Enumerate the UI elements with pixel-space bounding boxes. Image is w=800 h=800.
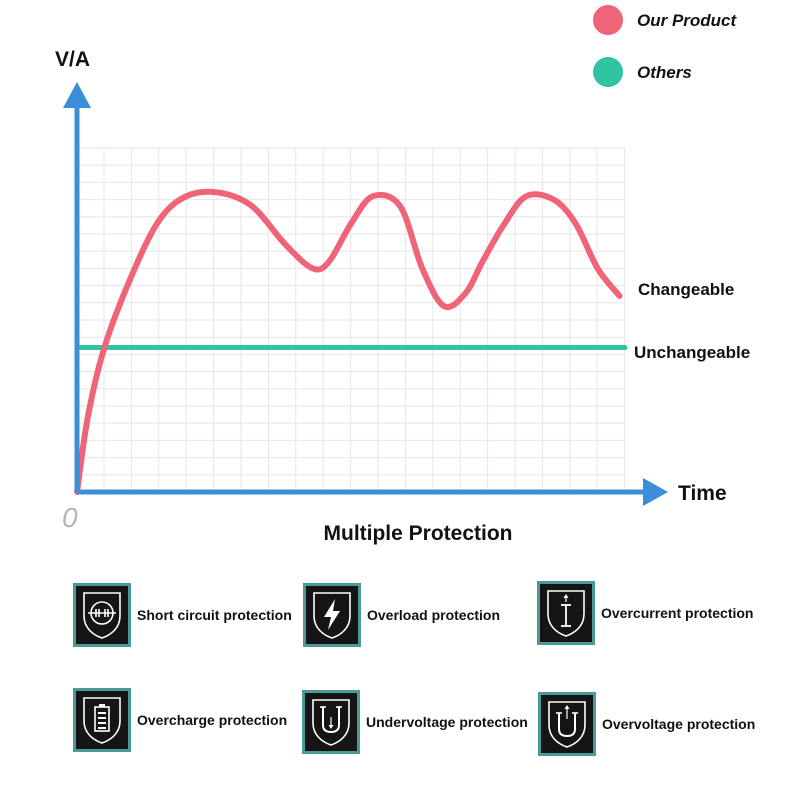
feature-label: Short circuit protection	[137, 607, 292, 623]
legend-label-others: Others	[637, 63, 692, 82]
chart: V/A Time 0 Changeable Unchangeable Our P…	[55, 5, 750, 545]
feature-label: Overvoltage protection	[602, 716, 756, 732]
feature-label: Overload protection	[367, 607, 501, 623]
grid	[77, 147, 626, 493]
battery-shield-icon	[73, 688, 131, 752]
feature-undervoltage: Undervoltage protection	[302, 690, 528, 754]
legend-marker-our-product	[593, 5, 623, 35]
short-circuit-shield-icon	[73, 583, 131, 647]
feature-short-circuit: Short circuit protection	[73, 583, 292, 647]
series-label-unchangeable: Unchangeable	[634, 343, 750, 362]
series-line-our-product	[74, 188, 623, 495]
feature-label: Undervoltage protection	[366, 714, 528, 730]
legend-label-our-product: Our Product	[637, 11, 738, 30]
y-axis-arrow	[63, 82, 91, 108]
axes	[63, 82, 668, 506]
series-label-changeable: Changeable	[638, 280, 734, 299]
origin-label: 0	[62, 502, 78, 533]
legend: Our Product Others	[593, 5, 738, 87]
overvoltage-shield-icon	[538, 692, 596, 756]
feature-overcurrent: Overcurrent protection	[537, 581, 753, 645]
legend-marker-others	[593, 57, 623, 87]
current-shield-icon	[537, 581, 595, 645]
section-title: Multiple Protection	[324, 522, 513, 545]
x-axis-label: Time	[678, 482, 727, 505]
y-axis-label: V/A	[55, 48, 90, 71]
feature-label: Overcurrent protection	[601, 605, 754, 621]
lightning-shield-icon	[303, 583, 361, 647]
feature-overvoltage: Overvoltage protection	[538, 692, 755, 756]
feature-label: Overcharge protection	[137, 712, 288, 728]
feature-overload: Overload protection	[303, 583, 500, 647]
feature-overcharge: Overcharge protection	[73, 688, 287, 752]
undervoltage-shield-icon	[302, 690, 360, 754]
series-layer	[74, 188, 628, 495]
x-axis-arrow	[643, 478, 668, 506]
